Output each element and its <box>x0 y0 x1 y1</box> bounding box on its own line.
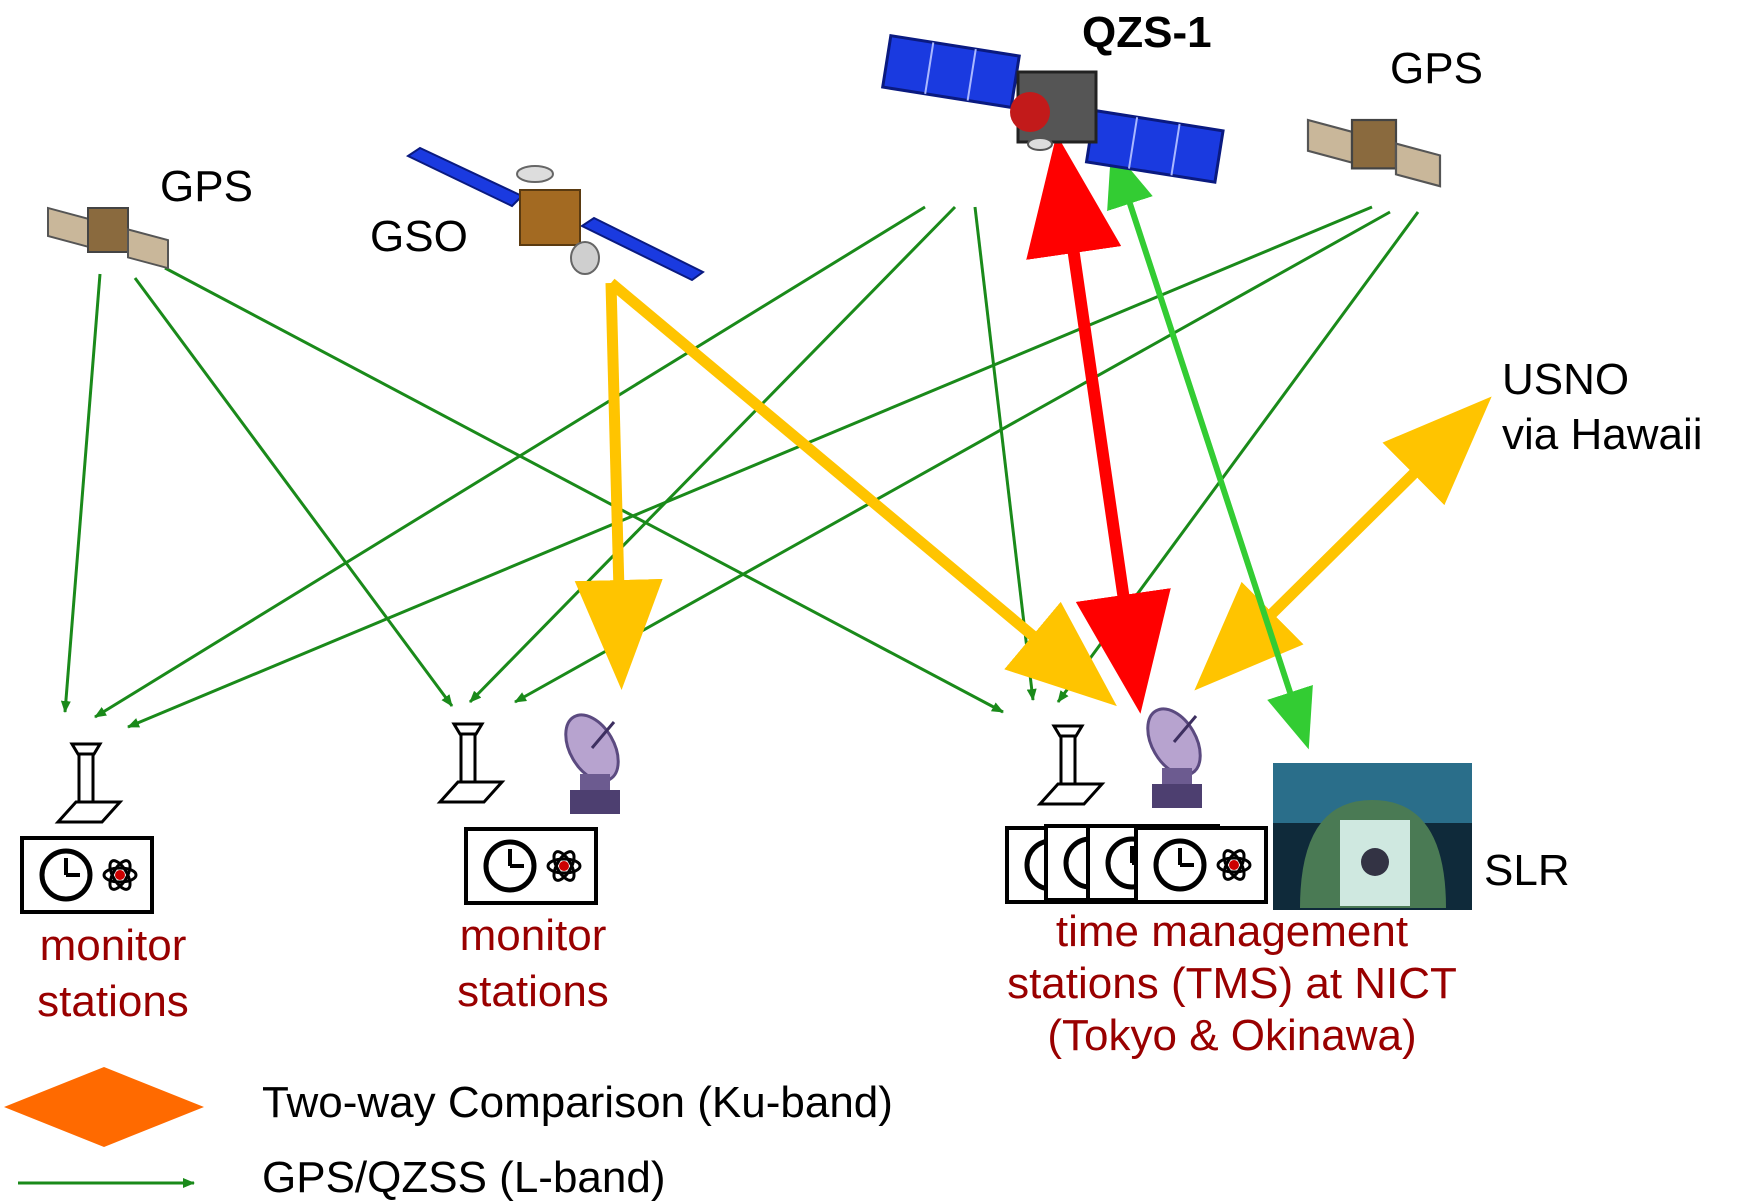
middle-station-line1: monitor <box>459 911 607 960</box>
tms-line3: (Tokyo & Okinawa) <box>1047 1010 1417 1060</box>
middle-station-label: monitor stations <box>428 908 638 1020</box>
left-antenna-icon <box>56 742 122 824</box>
usno-line2: via Hawaii <box>1502 410 1703 459</box>
middle-dish-icon <box>553 704 631 816</box>
middle-clock-icon <box>466 829 596 903</box>
lband-link <box>127 205 1373 729</box>
tms-clock-stack-icon <box>1007 826 1266 902</box>
tms-line1: time management <box>1055 907 1409 956</box>
legend-lband-label: GPS/QZSS (L-band) <box>262 1153 666 1202</box>
gso-satellite-icon <box>405 146 705 282</box>
lband-link <box>133 277 454 707</box>
lband-link <box>468 205 957 704</box>
middle-antenna-icon <box>438 722 504 804</box>
usno-ku-link <box>1194 396 1492 691</box>
tms-label: time management stations (TMS) at NICT (… <box>962 906 1502 1062</box>
lband-link <box>94 205 926 719</box>
usno-label: USNO via Hawaii <box>1502 352 1703 462</box>
qzs1-label: QZS-1 <box>1082 8 1212 57</box>
left-station-line1: monitor <box>39 921 187 970</box>
lband-link <box>1056 211 1420 703</box>
ku-links <box>574 134 1492 750</box>
gso-label: GSO <box>370 212 468 261</box>
gps-left-label: GPS <box>160 162 253 211</box>
tms-antenna-icon <box>1038 724 1104 806</box>
middle-station-line2: stations <box>457 966 609 1016</box>
slr-link <box>1107 146 1313 750</box>
left-station-line2: stations <box>37 976 189 1026</box>
slr-label: SLR <box>1484 846 1570 895</box>
tms-dish-icon <box>1135 698 1213 810</box>
usno-line1: USNO <box>1502 355 1630 404</box>
gps-right-satellite-icon <box>1306 118 1442 188</box>
left-station-label: monitor stations <box>8 918 218 1030</box>
legend-twoway-label: Two-way Comparison (Ku-band) <box>262 1078 893 1127</box>
slr-observatory-image <box>1273 763 1472 910</box>
gso-tms-ku-link <box>607 278 1117 707</box>
lband-link <box>164 266 1004 714</box>
qzs-ku-link <box>1026 134 1171 714</box>
qzs1-satellite-icon <box>880 33 1225 184</box>
tms-line2: stations (TMS) at NICT <box>1007 958 1457 1008</box>
left-clock-icon <box>22 838 152 912</box>
gso-ku-link <box>574 282 663 690</box>
lband-link <box>60 273 102 713</box>
gps-right-label: GPS <box>1390 44 1483 93</box>
gps-left-satellite-icon <box>47 207 169 270</box>
